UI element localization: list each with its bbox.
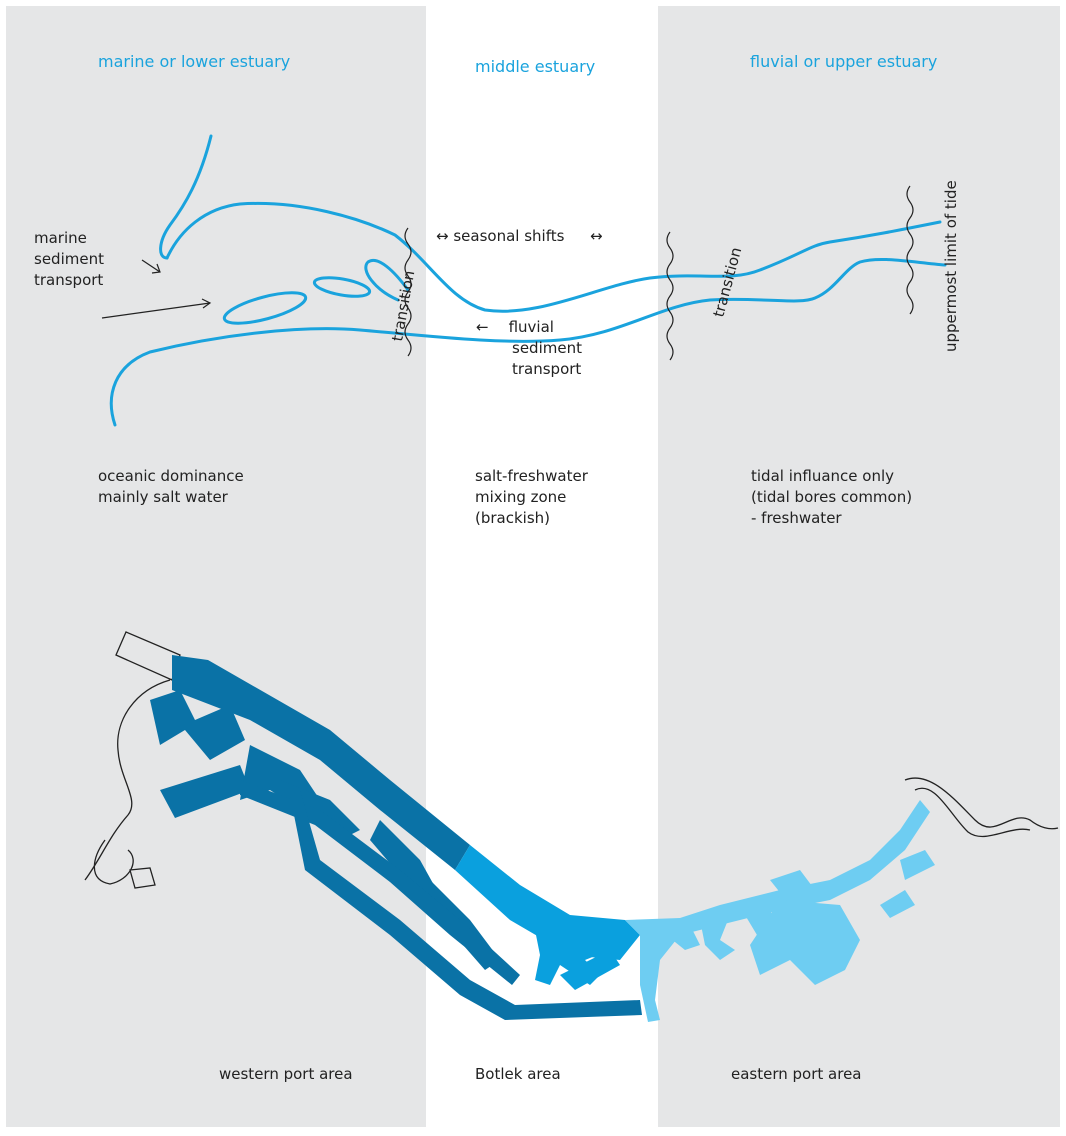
coast-outline <box>93 839 134 885</box>
harbour-basin <box>660 925 700 950</box>
double-arrow-icon: ↔ <box>590 227 603 245</box>
seasonal-shifts-label: ↔ seasonal shifts ↔ <box>436 227 603 245</box>
harbour-basin <box>900 850 935 880</box>
botlek-basins <box>455 845 640 990</box>
port-map <box>84 631 1059 1022</box>
fluvial-transport-label: ←fluvial sediment transport <box>476 318 582 378</box>
secondary-channel <box>240 780 520 985</box>
middle-zone-description: salt-freshwater mixing zone (brackish) <box>475 467 588 527</box>
harbour-basin <box>150 690 245 760</box>
marine-arrow-short-head <box>151 263 161 274</box>
secondary-channel <box>290 790 642 1020</box>
estuary-channel <box>109 134 947 427</box>
middle-zone-heading: middle estuary <box>475 57 596 76</box>
north-bank <box>165 201 942 313</box>
harbour-basin <box>560 950 620 990</box>
tide-limit-label: uppermost limit of tide <box>942 180 960 352</box>
harbour-basin <box>800 935 830 965</box>
transition-markers <box>101 185 914 361</box>
botlek-area-label: Botlek area <box>475 1065 561 1083</box>
harbour-basin <box>700 915 735 960</box>
double-arrow-icon: ↔ <box>436 227 449 245</box>
upstream-river-outline <box>914 787 1031 838</box>
harbour-basin <box>160 765 250 818</box>
coast-outline <box>84 679 171 881</box>
harbour-basin <box>770 870 815 905</box>
transition-line-east <box>666 231 674 361</box>
fluvial-zone-description: tidal influance only (tidal bores common… <box>751 467 913 527</box>
western-port-basins <box>150 655 642 1020</box>
sandbank <box>312 276 372 298</box>
eastern-port-area-label: eastern port area <box>731 1065 862 1083</box>
marine-arrow-short <box>141 259 161 273</box>
eastern-port-basins <box>625 800 935 1022</box>
marine-arrow-long-head <box>201 298 212 309</box>
tide-limit-line <box>906 185 914 315</box>
marine-zone-heading: marine or lower estuary <box>98 52 291 71</box>
transition-label-west: transition <box>388 269 418 343</box>
coast-outline <box>129 867 156 889</box>
marine-arrow-long <box>101 302 211 319</box>
sandbank <box>364 258 410 302</box>
coastline-outline <box>84 631 1059 889</box>
western-port-area-label: western port area <box>219 1065 353 1083</box>
maasvlakte-outline <box>115 631 181 681</box>
harbour-basin <box>880 890 915 918</box>
marine-zone-description: oceanic dominance mainly salt water <box>98 467 244 506</box>
fluvial-zone-heading: fluvial or upper estuary <box>750 52 938 71</box>
left-arrow-icon: ← <box>476 318 489 336</box>
main-channel-west <box>172 655 470 870</box>
south-bank <box>109 257 947 427</box>
marine-zone-panel <box>6 6 426 1127</box>
harbour-basin <box>370 820 445 915</box>
upstream-river-outline <box>904 777 1059 830</box>
sandbank <box>222 291 308 325</box>
transition-label-east: transition <box>709 245 745 319</box>
transition-line-west <box>404 227 412 357</box>
marine-transport-label: marine sediment transport <box>34 229 104 289</box>
coast-line <box>159 134 213 260</box>
